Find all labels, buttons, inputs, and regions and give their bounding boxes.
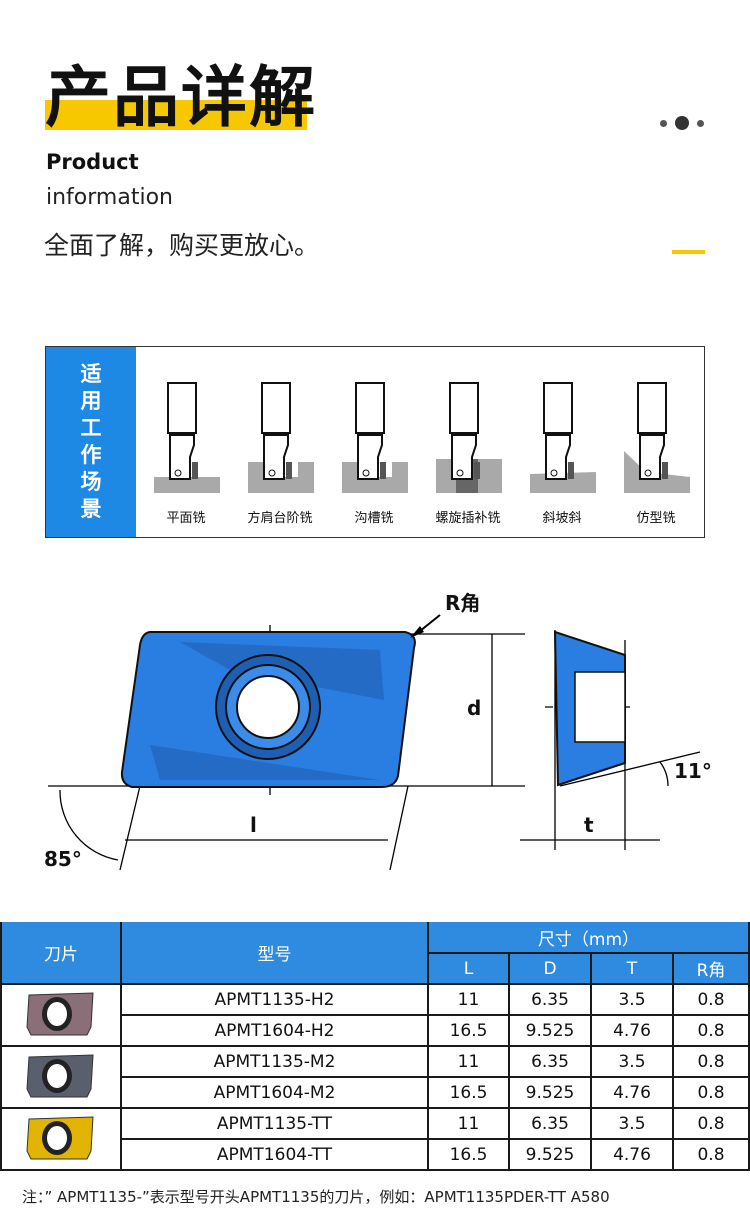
value-cell: 16.5 [427,1014,510,1047]
value-cell: 9.525 [508,1014,592,1047]
milling-tool-icon [342,382,408,493]
side-char: 作 [80,443,102,467]
scenario-label: 仿型铣 [636,511,676,526]
col-l: L [427,953,510,985]
scenario-label: 螺旋插补铣 [435,511,501,526]
page-title: 产品详解 [45,59,317,136]
value-cell: 3.5 [590,983,674,1016]
blade-image [0,1107,122,1171]
scenarios-panel: 适 用 工 作 场 景 平面铣 方肩台阶铣 沟槽铣 螺旋插补铣 斜坡斜 仿型铣 [45,346,705,538]
value-cell: 3.5 [590,1045,674,1078]
scenario-label: 斜坡斜 [542,511,582,526]
angle-11-label: 11° [674,759,712,783]
scenario-item: 平面铣 [146,347,226,537]
subtitle-en-1: Product [46,150,139,174]
accent-line [672,250,705,254]
blade-image [0,983,122,1047]
angle-85-label: 85° [44,847,82,871]
milling-tool-icon [530,382,596,493]
col-r: R角 [672,953,750,985]
side-char: 景 [80,497,102,521]
scenario-label: 沟槽铣 [354,511,394,526]
scenario-item: 沟槽铣 [334,347,414,537]
scenarios-side-label: 适 用 工 作 场 景 [46,347,136,537]
milling-tool-icon [624,382,690,493]
value-cell: 16.5 [427,1076,510,1109]
d-label: d [467,696,481,720]
model-cell: APMT1604-H2 [120,1014,429,1047]
col-t: T [590,953,674,985]
value-cell: 4.76 [590,1138,674,1171]
value-cell: 0.8 [672,1107,750,1140]
value-cell: 9.525 [508,1138,592,1171]
col-size: 尺寸（mm） [427,922,750,954]
model-cell: APMT1604-M2 [120,1076,429,1109]
subtitle-en-2: information [46,185,173,210]
l-label: l [250,813,257,837]
scenario-item: 斜坡斜 [522,347,602,537]
scenario-item: 仿型铣 [616,347,696,537]
model-cell: APMT1135-M2 [120,1045,429,1078]
milling-tool-icon [436,382,502,493]
value-cell: 16.5 [427,1138,510,1171]
r-label: R角 [445,591,480,615]
milling-tool-icon [154,382,220,493]
value-cell: 0.8 [672,1076,750,1109]
side-char: 适 [80,362,102,386]
model-cell: APMT1604-TT [120,1138,429,1171]
title-highlight [45,100,307,130]
value-cell: 9.525 [508,1076,592,1109]
value-cell: 0.8 [672,1014,750,1047]
value-cell: 6.35 [508,1045,592,1078]
value-cell: 11 [427,1045,510,1078]
col-blade: 刀片 [0,922,122,985]
value-cell: 0.8 [672,1045,750,1078]
scenario-label: 平面铣 [166,511,206,526]
value-cell: 11 [427,983,510,1016]
value-cell: 3.5 [590,1107,674,1140]
model-cell: APMT1135-TT [120,1107,429,1140]
t-label: t [584,813,594,837]
side-char: 用 [80,389,102,413]
scenario-item: 方肩台阶铣 [240,347,320,537]
side-char: 工 [80,416,102,440]
model-cell: APMT1135-H2 [120,983,429,1016]
value-cell: 4.76 [590,1014,674,1047]
scenario-label: 方肩台阶铣 [247,511,313,526]
value-cell: 11 [427,1107,510,1140]
side-char: 场 [80,470,102,494]
footnote: 注：” APMT1135-”表示型号开头APMT1135的刀片，例如：APMT1… [22,1188,610,1206]
value-cell: 4.76 [590,1076,674,1109]
value-cell: 6.35 [508,1107,592,1140]
scenario-item: 螺旋插补铣 [428,347,508,537]
insert-diagram: R角 d l t 85° 11° [44,591,712,871]
col-d: D [508,953,592,985]
subtitle-cn: 全面了解，购买更放心。 [44,231,320,260]
value-cell: 0.8 [672,983,750,1016]
blade-image [0,1045,122,1109]
value-cell: 0.8 [672,1138,750,1171]
milling-tool-icon [248,382,314,493]
value-cell: 6.35 [508,983,592,1016]
col-model: 型号 [120,922,429,985]
